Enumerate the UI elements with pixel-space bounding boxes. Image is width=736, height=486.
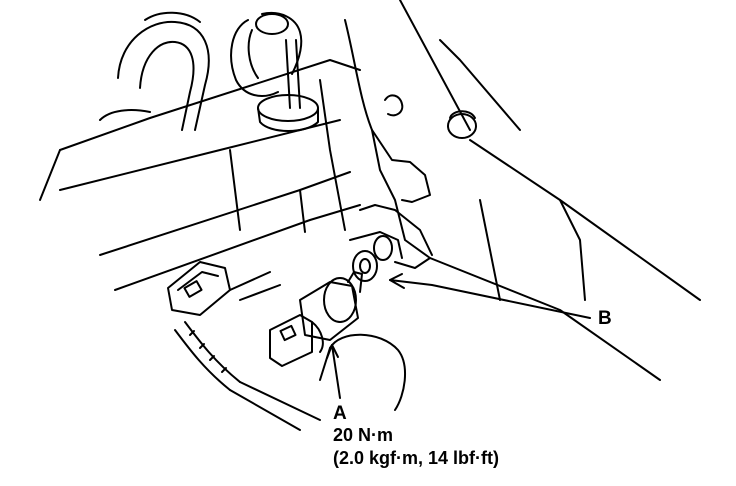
connector-left [167,261,281,316]
cylinder-head [39,59,361,291]
coolant-hose [99,11,210,131]
oil-pressure-switch [269,271,363,367]
torque-spec-metric: 20 N·m [333,425,394,445]
sealing-washer [352,250,378,282]
engine-housing [344,0,701,381]
blind-plug [447,110,477,139]
callout-label-a: A [333,403,347,424]
callout-leaders [326,273,591,399]
wiring-harness [174,321,321,431]
dipstick-loop [230,12,319,132]
torque-spec-alternate: (2.0 kgf·m, 14 lbf·ft) [333,448,500,468]
callout-label-b: B [598,308,612,329]
